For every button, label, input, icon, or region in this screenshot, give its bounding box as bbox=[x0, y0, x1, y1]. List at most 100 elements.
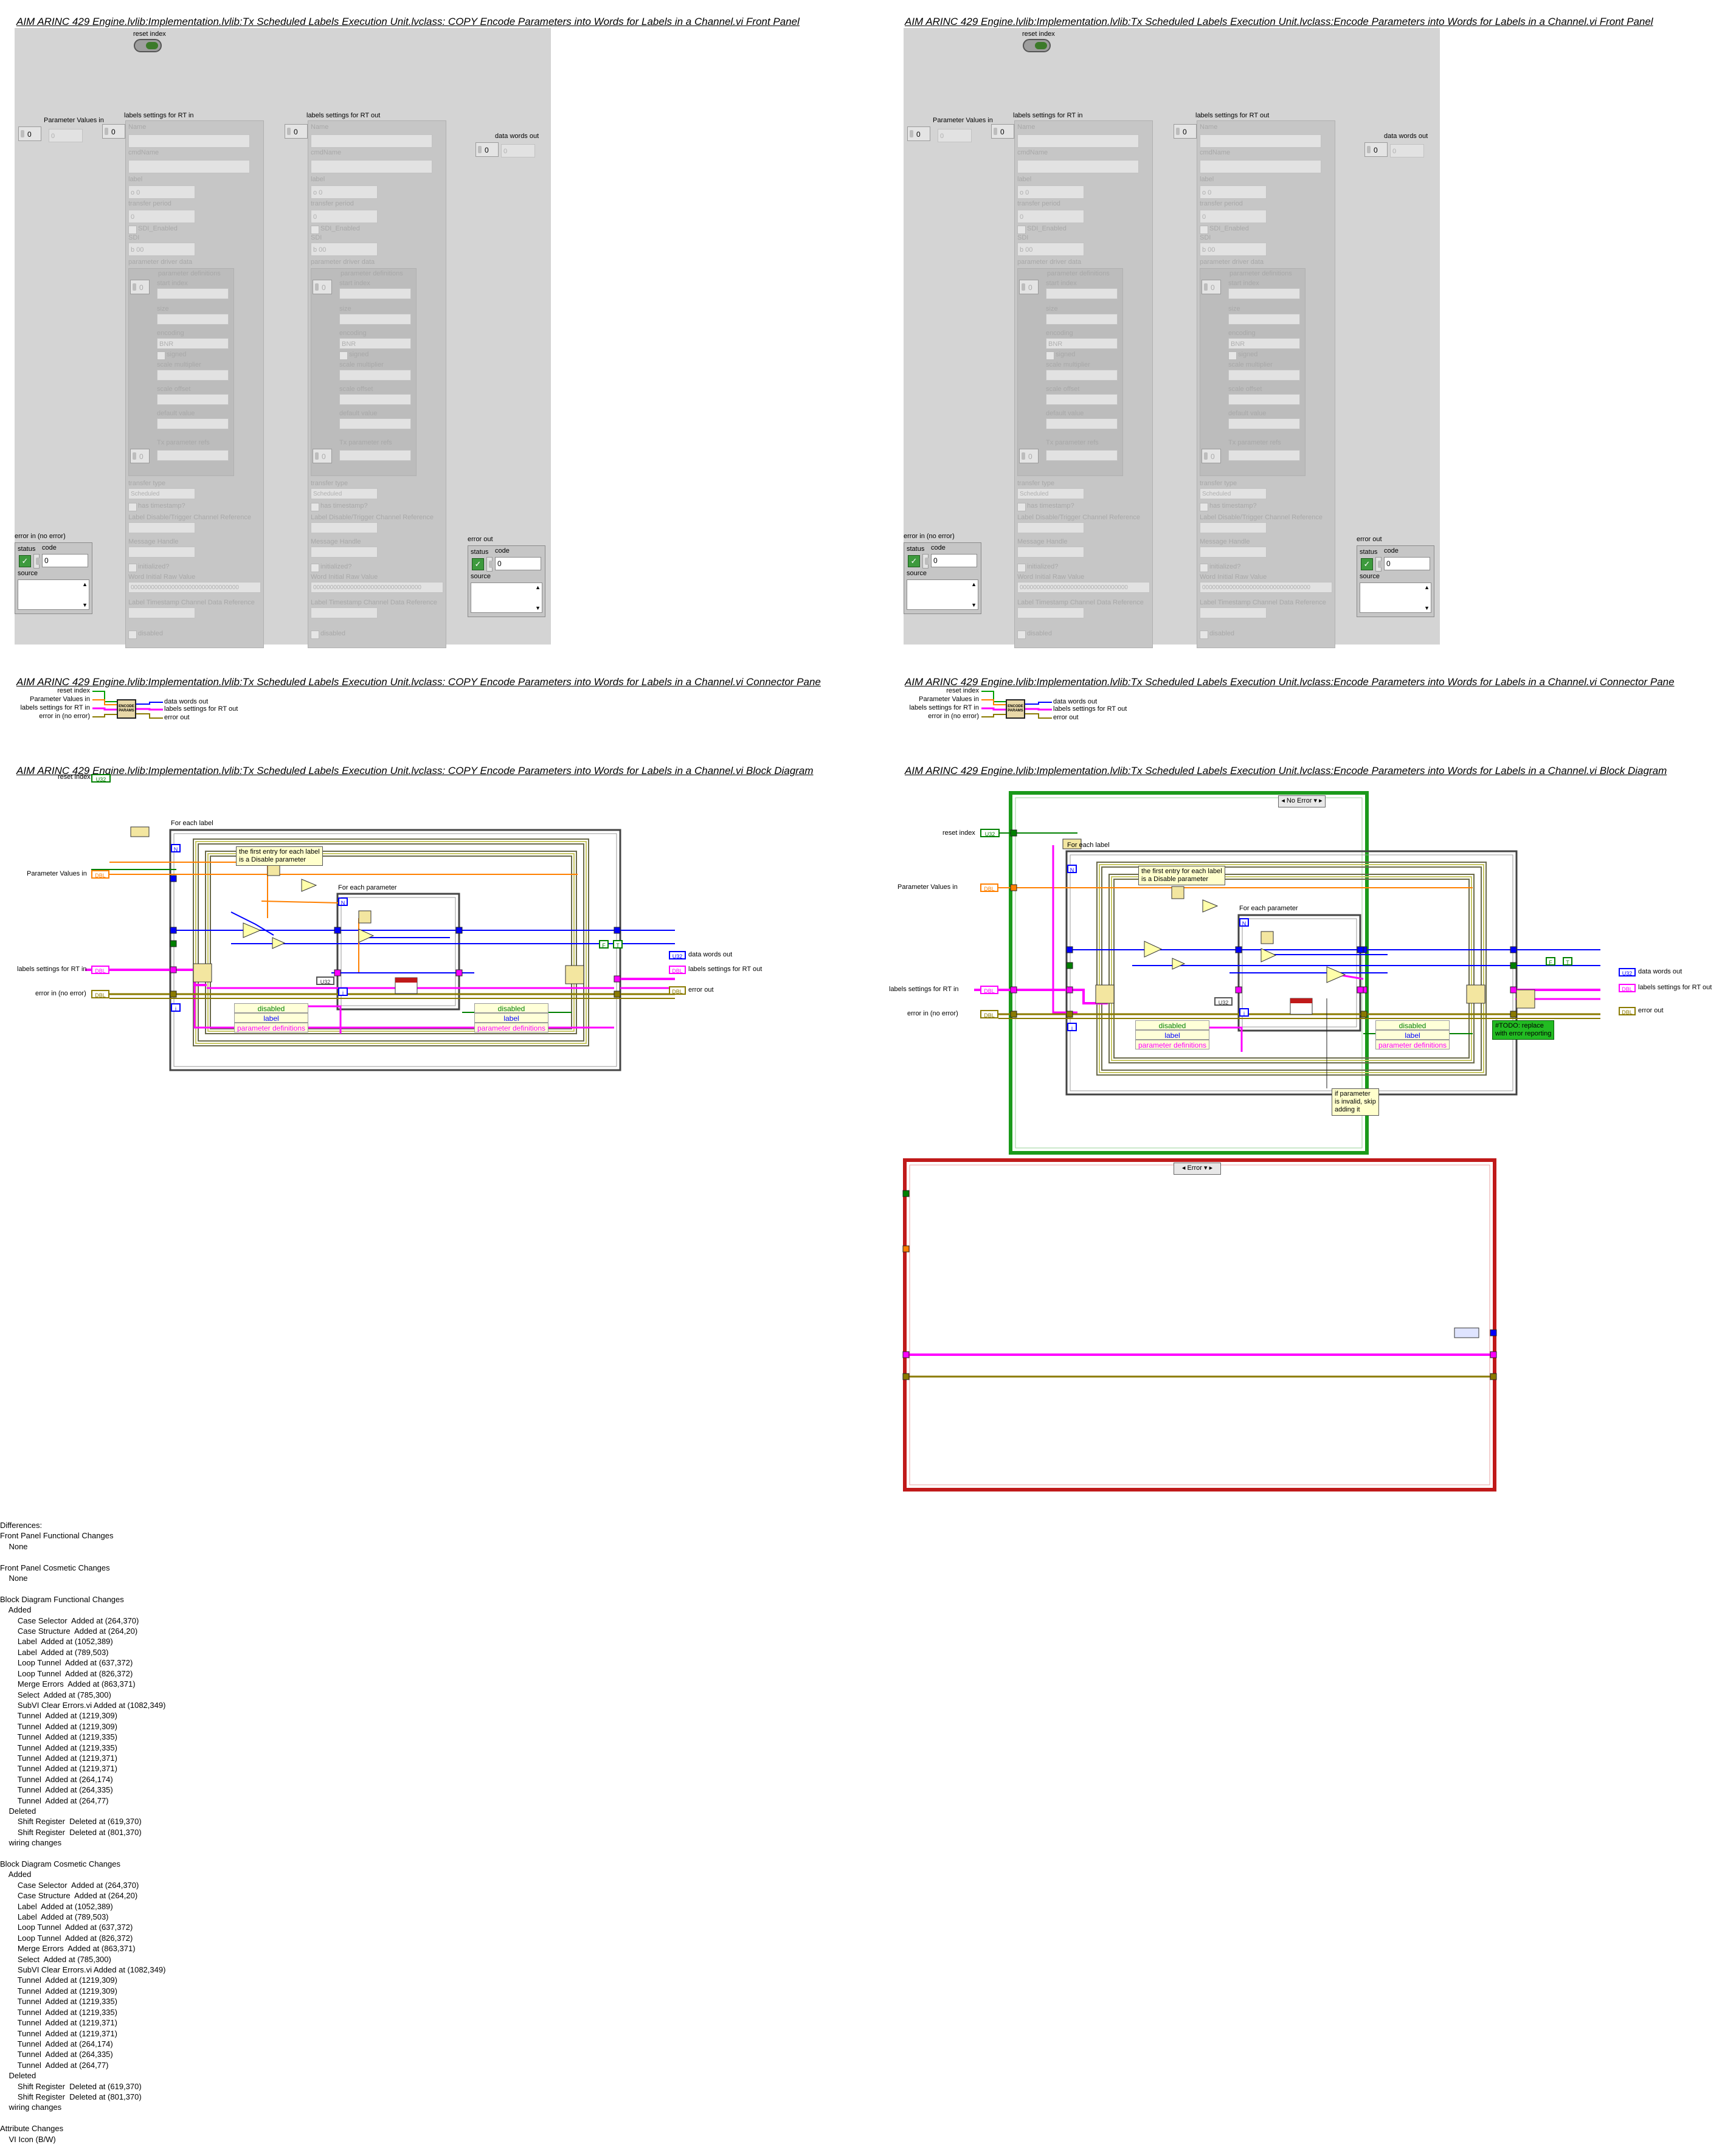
error-out-code-field[interactable]: 0 bbox=[495, 557, 541, 570]
labels-settings-in-tx-parameter-refs-index[interactable]: 0 bbox=[1019, 449, 1039, 463]
scroll-down-icon[interactable]: ▼ bbox=[971, 602, 977, 608]
labels-settings-in-label_disable_ref-field[interactable] bbox=[128, 522, 195, 533]
reset-index-button[interactable] bbox=[134, 39, 162, 52]
labels-settings-out-has-timestamp-checkbox[interactable] bbox=[1200, 503, 1208, 511]
scroll-down-icon[interactable]: ▼ bbox=[535, 605, 541, 611]
labels-settings-in-transfer_type-field[interactable]: Scheduled bbox=[128, 488, 195, 499]
labels-settings-out-tx-parameter-refs-index[interactable]: 0 bbox=[1202, 449, 1221, 463]
error-in-source-field[interactable]: ▲▼ bbox=[907, 579, 978, 610]
labels-settings-in-message_handle-field[interactable] bbox=[1017, 547, 1084, 558]
labels-settings-out-cmdName-field[interactable] bbox=[311, 160, 432, 173]
case-prev-icon[interactable]: ◂ bbox=[1181, 1164, 1188, 1172]
labels-settings-in-disabled-checkbox[interactable] bbox=[1017, 631, 1026, 639]
scroll-up-icon[interactable]: ▲ bbox=[82, 581, 88, 587]
labels-settings-in-scale_offset-field[interactable] bbox=[1046, 394, 1118, 405]
parameter-values-in-index[interactable]: 0 bbox=[18, 126, 41, 141]
reset-index-button[interactable] bbox=[1023, 39, 1051, 52]
labels-settings-in-signed-checkbox[interactable] bbox=[157, 351, 165, 360]
labels-settings-out-scale_offset-field[interactable] bbox=[339, 394, 411, 405]
error-out-source-field[interactable]: ▲▼ bbox=[1360, 582, 1431, 613]
labels-settings-out-encoding-field[interactable]: BNR bbox=[1228, 338, 1300, 349]
labels-settings-in-cmdName-field[interactable] bbox=[1017, 160, 1139, 173]
labels-settings-out-tx-parameter-refs-field[interactable] bbox=[1228, 450, 1300, 461]
labels-settings-out-scale_multiplier-field[interactable] bbox=[339, 370, 411, 381]
scroll-down-icon[interactable]: ▼ bbox=[82, 602, 88, 608]
labels-settings-in-index[interactable]: 0 bbox=[102, 124, 125, 139]
scroll-down-icon[interactable]: ▼ bbox=[1424, 605, 1430, 611]
case-prev-icon[interactable]: ◂ bbox=[1281, 797, 1287, 804]
labels-settings-out-encoding-field[interactable]: BNR bbox=[339, 338, 411, 349]
labels-settings-in-tx-parameter-refs-field[interactable] bbox=[1046, 450, 1118, 461]
labels-settings-in-encoding-field[interactable]: BNR bbox=[157, 338, 229, 349]
labels-settings-out-index[interactable]: 0 bbox=[285, 124, 308, 139]
labels-settings-out-disabled-checkbox[interactable] bbox=[311, 631, 319, 639]
labels-settings-out-label_disable_ref-field[interactable] bbox=[311, 522, 378, 533]
error-out-status-indicator[interactable]: ✓ bbox=[472, 558, 484, 570]
labels-settings-out-label-field[interactable]: o 0 bbox=[311, 185, 378, 199]
data-words-out-index[interactable]: 0 bbox=[1364, 142, 1388, 157]
labels-settings-out-cmdName-field[interactable] bbox=[1200, 160, 1321, 173]
case-selector-error[interactable]: ◂ Error ▾ ▸ bbox=[1174, 1163, 1221, 1175]
labels-settings-in-label-field[interactable]: o 0 bbox=[1017, 185, 1084, 199]
error-out-code-field[interactable]: 0 bbox=[1384, 557, 1430, 570]
scroll-up-icon[interactable]: ▲ bbox=[1424, 584, 1430, 590]
labels-settings-in-label_timestamp_ref-field[interactable] bbox=[1017, 607, 1084, 618]
labels-settings-out-label_disable_ref-field[interactable] bbox=[1200, 522, 1267, 533]
labels-settings-out-initialized-checkbox[interactable] bbox=[1200, 564, 1208, 572]
labels-settings-in-disabled-checkbox[interactable] bbox=[128, 631, 137, 639]
labels-settings-in-signed-checkbox[interactable] bbox=[1046, 351, 1054, 360]
scroll-up-icon[interactable]: ▲ bbox=[971, 581, 977, 587]
labels-settings-out-default_value-field[interactable] bbox=[339, 418, 411, 429]
case-dropdown-icon[interactable]: ▾ ▸ bbox=[1202, 1164, 1213, 1172]
parameter-values-in-element[interactable]: 0 bbox=[49, 129, 83, 142]
labels-settings-in-tx-parameter-refs-field[interactable] bbox=[157, 450, 229, 461]
error-in-status-indicator[interactable]: ✓ bbox=[908, 555, 920, 567]
labels-settings-out-transfer_type-field[interactable]: Scheduled bbox=[311, 488, 378, 499]
case-selector-no-error[interactable]: ◂ No Error ▾ ▸ bbox=[1278, 795, 1326, 807]
labels-settings-in-transfer_period-field[interactable]: 0 bbox=[128, 210, 195, 223]
labels-settings-in-word_initial_raw_value-field[interactable]: 00000000000000000000000000000000 bbox=[128, 582, 261, 593]
labels-settings-out-index[interactable]: 0 bbox=[1174, 124, 1197, 139]
labels-settings-in-default_value-field[interactable] bbox=[1046, 418, 1118, 429]
labels-settings-in-scale_multiplier-field[interactable] bbox=[157, 370, 229, 381]
labels-settings-out-default_value-field[interactable] bbox=[1228, 418, 1300, 429]
labels-settings-in-name-field[interactable] bbox=[1017, 134, 1139, 148]
labels-settings-in-start_index-field[interactable] bbox=[157, 288, 229, 299]
labels-settings-in-initialized-checkbox[interactable] bbox=[1017, 564, 1026, 572]
labels-settings-out-size-field[interactable] bbox=[1228, 314, 1300, 325]
labels-settings-out-initialized-checkbox[interactable] bbox=[311, 564, 319, 572]
labels-settings-out-message_handle-field[interactable] bbox=[1200, 547, 1267, 558]
labels-settings-in-parameter-definitions-index[interactable]: 0 bbox=[1019, 280, 1039, 294]
labels-settings-out-label_timestamp_ref-field[interactable] bbox=[311, 607, 378, 618]
error-out-code-increment[interactable] bbox=[1375, 557, 1382, 572]
data-words-out-index[interactable]: 0 bbox=[475, 142, 499, 157]
error-in-status-indicator[interactable]: ✓ bbox=[19, 555, 31, 567]
labels-settings-in-label_disable_ref-field[interactable] bbox=[1017, 522, 1084, 533]
labels-settings-in-default_value-field[interactable] bbox=[157, 418, 229, 429]
labels-settings-in-has-timestamp-checkbox[interactable] bbox=[128, 503, 137, 511]
labels-settings-in-word_initial_raw_value-field[interactable]: 00000000000000000000000000000000 bbox=[1017, 582, 1150, 593]
labels-settings-out-sdi-enabled-checkbox[interactable] bbox=[1200, 226, 1208, 234]
labels-settings-in-encoding-field[interactable]: BNR bbox=[1046, 338, 1118, 349]
labels-settings-out-size-field[interactable] bbox=[339, 314, 411, 325]
labels-settings-out-transfer_period-field[interactable]: 0 bbox=[311, 210, 378, 223]
labels-settings-in-name-field[interactable] bbox=[128, 134, 250, 148]
labels-settings-in-sdi-enabled-checkbox[interactable] bbox=[1017, 226, 1026, 234]
labels-settings-out-signed-checkbox[interactable] bbox=[339, 351, 348, 360]
case-dropdown-icon[interactable]: ▾ ▸ bbox=[1312, 797, 1323, 804]
labels-settings-out-sdi-field[interactable]: b 00 bbox=[1200, 243, 1267, 256]
labels-settings-out-tx-parameter-refs-index[interactable]: 0 bbox=[313, 449, 332, 463]
labels-settings-out-parameter-definitions-index[interactable]: 0 bbox=[313, 280, 332, 294]
error-in-source-field[interactable]: ▲▼ bbox=[18, 579, 89, 610]
labels-settings-out-label_timestamp_ref-field[interactable] bbox=[1200, 607, 1267, 618]
error-out-status-indicator[interactable]: ✓ bbox=[1361, 558, 1373, 570]
labels-settings-out-name-field[interactable] bbox=[1200, 134, 1321, 148]
labels-settings-in-transfer_period-field[interactable]: 0 bbox=[1017, 210, 1084, 223]
labels-settings-out-name-field[interactable] bbox=[311, 134, 432, 148]
labels-settings-out-transfer_period-field[interactable]: 0 bbox=[1200, 210, 1267, 223]
labels-settings-in-sdi-enabled-checkbox[interactable] bbox=[128, 226, 137, 234]
labels-settings-out-has-timestamp-checkbox[interactable] bbox=[311, 503, 319, 511]
labels-settings-in-tx-parameter-refs-index[interactable]: 0 bbox=[130, 449, 150, 463]
labels-settings-in-scale_offset-field[interactable] bbox=[157, 394, 229, 405]
error-in-code-increment[interactable] bbox=[33, 554, 40, 569]
